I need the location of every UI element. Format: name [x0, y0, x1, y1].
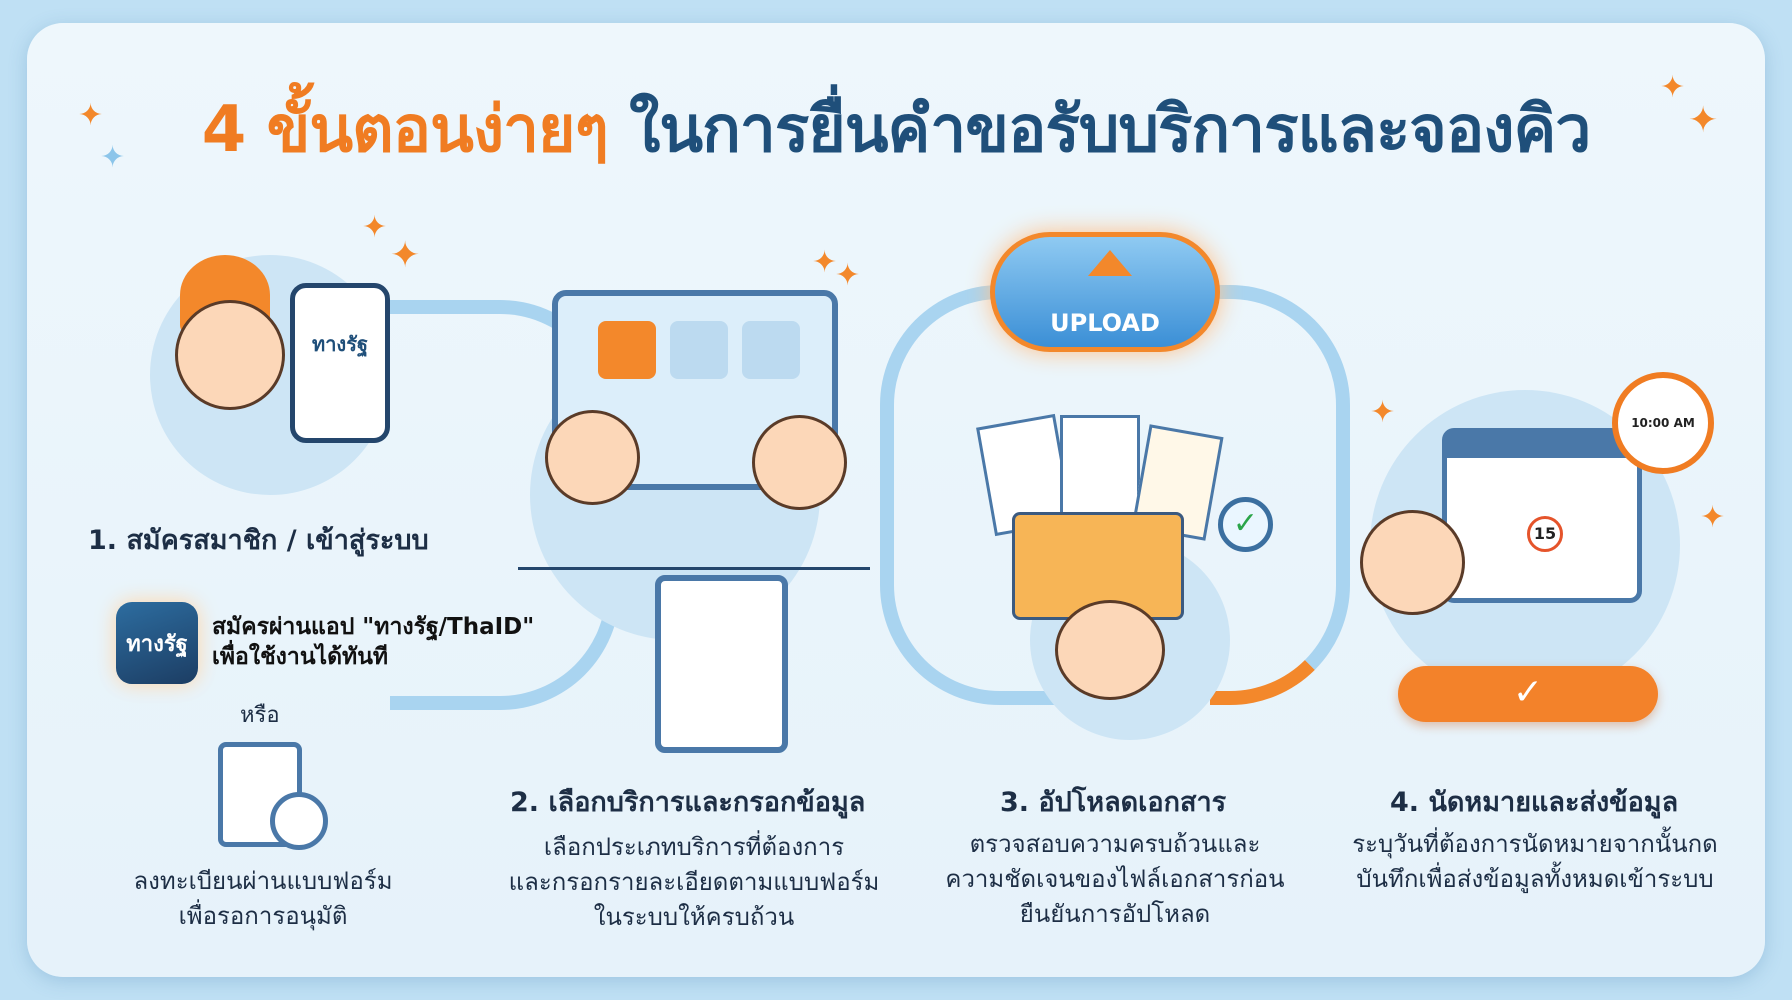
- phone-app-text: ทางรัฐ: [312, 332, 368, 356]
- sparkle-icon: ✦: [835, 258, 861, 293]
- option1-line: สมัครผ่านแอป "ทางรัฐ/ThaID": [212, 614, 535, 640]
- app-icon-text: ทางรัฐ: [126, 631, 188, 657]
- step2-label: 2. เลือกบริการและกรอกข้อมูล: [510, 787, 866, 818]
- option1-text: สมัครผ่านแอป "ทางรัฐ/ThaID" เพื่อใช้งานได…: [212, 612, 534, 672]
- calendar-icon: 15: [1442, 428, 1642, 603]
- clock-icon: [270, 792, 328, 850]
- boy-illustration: [545, 410, 640, 505]
- upload-arrow-icon: [1088, 250, 1132, 276]
- option2-text: ลงทะเบียนผ่านแบบฟอร์มเพื่อรอการอนุมัติ: [53, 864, 473, 934]
- sparkle-icon: ✦: [1688, 100, 1719, 141]
- confirm-check-button[interactable]: ✓: [1398, 666, 1658, 722]
- step3-label: 3. อัปโหลดเอกสาร: [1000, 787, 1227, 818]
- phone-illustration: ทางรัฐ: [290, 283, 390, 443]
- desc-line: เลือกประเภทบริการที่ต้องการ: [543, 833, 845, 861]
- sparkle-icon: ✦: [1660, 70, 1686, 105]
- step2-description: เลือกประเภทบริการที่ต้องการและกรอกรายละเ…: [484, 830, 904, 935]
- sparkle-icon: ✦: [390, 235, 421, 276]
- title-main: ในการยื่นคำขอรับบริการและจองคิว: [629, 93, 1591, 167]
- desc-line: ระบุวันที่ต้องการนัดหมายจากนั้นกด: [1352, 830, 1718, 858]
- sparkle-icon: ✦: [812, 245, 838, 280]
- option2-line: ลงทะเบียนผ่านแบบฟอร์ม: [133, 867, 393, 895]
- sparkle-icon: ✦: [1370, 395, 1396, 430]
- child-face: [175, 300, 285, 410]
- step3-description: ตรวจสอบความครบถ้วนและความชัดเจนของไฟล์เอ…: [905, 827, 1325, 932]
- option2-line: เพื่อรอการอนุมัติ: [178, 902, 348, 930]
- child-illustration: [1360, 510, 1465, 615]
- user-chat-icon: [670, 321, 728, 379]
- title-highlight: 4 ขั้นตอนง่ายๆ: [201, 93, 609, 167]
- desc-line: ตรวจสอบความครบถ้วนและ: [969, 830, 1261, 858]
- calendar-day-marker: 15: [1527, 516, 1563, 552]
- sparkle-icon: ✦: [100, 140, 126, 175]
- sparkle-icon: ✦: [362, 210, 388, 245]
- magnifier-check-icon: ✓: [1218, 497, 1273, 552]
- desk-line: [518, 567, 870, 570]
- page-title: 4 ขั้นตอนง่ายๆ ในการยื่นคำขอรับบริการและ…: [0, 78, 1792, 180]
- document-icon: [598, 321, 656, 379]
- sparkle-icon: ✦: [1700, 500, 1726, 535]
- thairat-app-icon[interactable]: ทางรัฐ: [116, 602, 198, 684]
- step4-description: ระบุวันที่ต้องการนัดหมายจากนั้นกดบันทึกเ…: [1325, 827, 1745, 897]
- desc-line: ความชัดเจนของไฟล์เอกสารก่อน: [945, 865, 1285, 893]
- girl-illustration: [752, 415, 847, 510]
- sparkle-icon: ✦: [78, 98, 104, 133]
- desc-line: ยืนยันการอัปโหลด: [1019, 900, 1211, 928]
- alarm-clock-icon: 10:00 AM: [1612, 372, 1714, 474]
- step4-label: 4. นัดหมายและส่งข้อมูล: [1390, 787, 1679, 818]
- desc-line: และกรอกรายละเอียดตามแบบฟอร์ม: [508, 868, 880, 896]
- step1-label: 1. สมัครสมาชิก / เข้าสู่ระบบ: [88, 525, 429, 556]
- form-clipboard-illustration: [655, 575, 788, 753]
- upload-text: UPLOAD: [1050, 309, 1160, 337]
- flow-path: [1210, 285, 1350, 705]
- heart-icon: [742, 321, 800, 379]
- document-icon: [1060, 415, 1140, 525]
- child-illustration: [1055, 600, 1165, 700]
- clock-time-text: 10:00 AM: [1631, 416, 1695, 430]
- desc-line: ในระบบให้ครบถ้วน: [593, 903, 795, 931]
- or-text: หรือ: [240, 703, 280, 728]
- option1-line: เพื่อใช้งานได้ทันที: [212, 644, 389, 670]
- desc-line: บันทึกเพื่อส่งข้อมูลทั้งหมดเข้าระบบ: [1356, 865, 1714, 893]
